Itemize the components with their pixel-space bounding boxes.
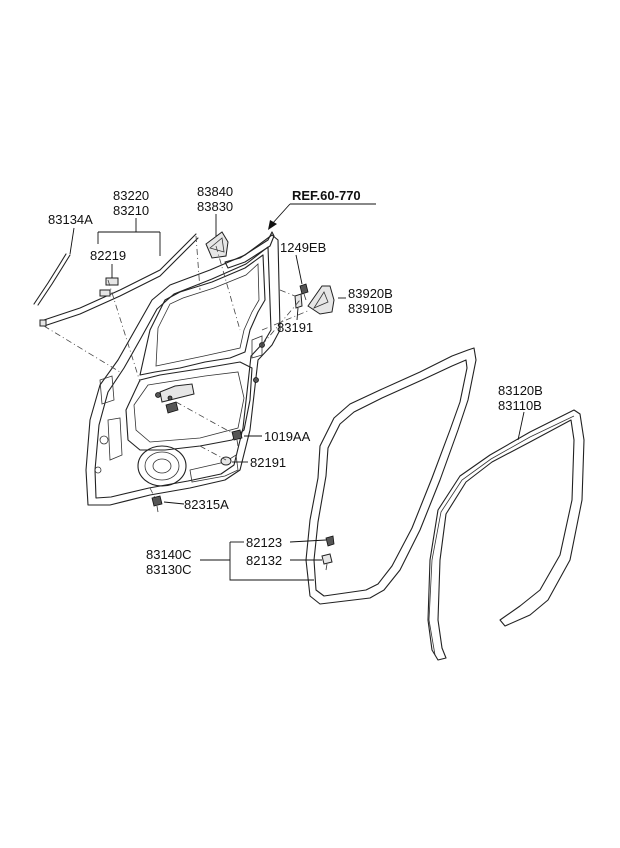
label-83920b: 83920B — [348, 286, 393, 301]
clip-82132[interactable] — [321, 553, 333, 571]
clip-82219[interactable] — [99, 277, 119, 297]
label-82123: 82123 — [246, 535, 282, 550]
moulding-83134a[interactable] — [33, 253, 71, 306]
clip-1019aa[interactable] — [231, 429, 243, 447]
label-83191: 83191 — [277, 320, 313, 335]
label-82132: 82132 — [246, 553, 282, 568]
label-82315a: 82315A — [184, 497, 229, 512]
label-83220: 83220 — [113, 188, 149, 203]
label-83134a: 83134A — [48, 212, 93, 227]
reference-label: REF.60-770 — [292, 188, 361, 203]
label-83140c: 83140C — [146, 547, 192, 562]
label-83110b: 83110B — [498, 398, 542, 413]
weatherstrip-83140c[interactable] — [305, 347, 477, 605]
leader-lines — [69, 203, 525, 581]
weatherstrip-83220[interactable] — [39, 233, 199, 327]
bolt-1249eb[interactable] — [299, 283, 309, 301]
label-1019aa: 1019AA — [264, 429, 311, 444]
clip-82123[interactable] — [325, 535, 335, 547]
label-83910b: 83910B — [348, 301, 393, 316]
pad-83191[interactable] — [294, 293, 303, 309]
assembly-guide-lines — [43, 235, 311, 501]
delta-cover-83840[interactable] — [205, 231, 229, 259]
plug-82191[interactable] — [220, 456, 232, 466]
door-frame-upper[interactable] — [224, 231, 275, 269]
label-83130c: 83130C — [146, 562, 192, 577]
label-82191: 82191 — [250, 455, 286, 470]
weatherstrip-83120b[interactable] — [427, 409, 585, 661]
screw-82315a[interactable] — [151, 495, 163, 513]
garnish-83920b[interactable] — [307, 285, 335, 315]
label-1249eb: 1249EB — [280, 240, 326, 255]
label-83120b: 83120B — [498, 383, 543, 398]
label-83830: 83830 — [197, 199, 233, 214]
label-82219: 82219 — [90, 248, 126, 263]
label-83840: 83840 — [197, 184, 233, 199]
label-83210: 83210 — [113, 203, 149, 218]
